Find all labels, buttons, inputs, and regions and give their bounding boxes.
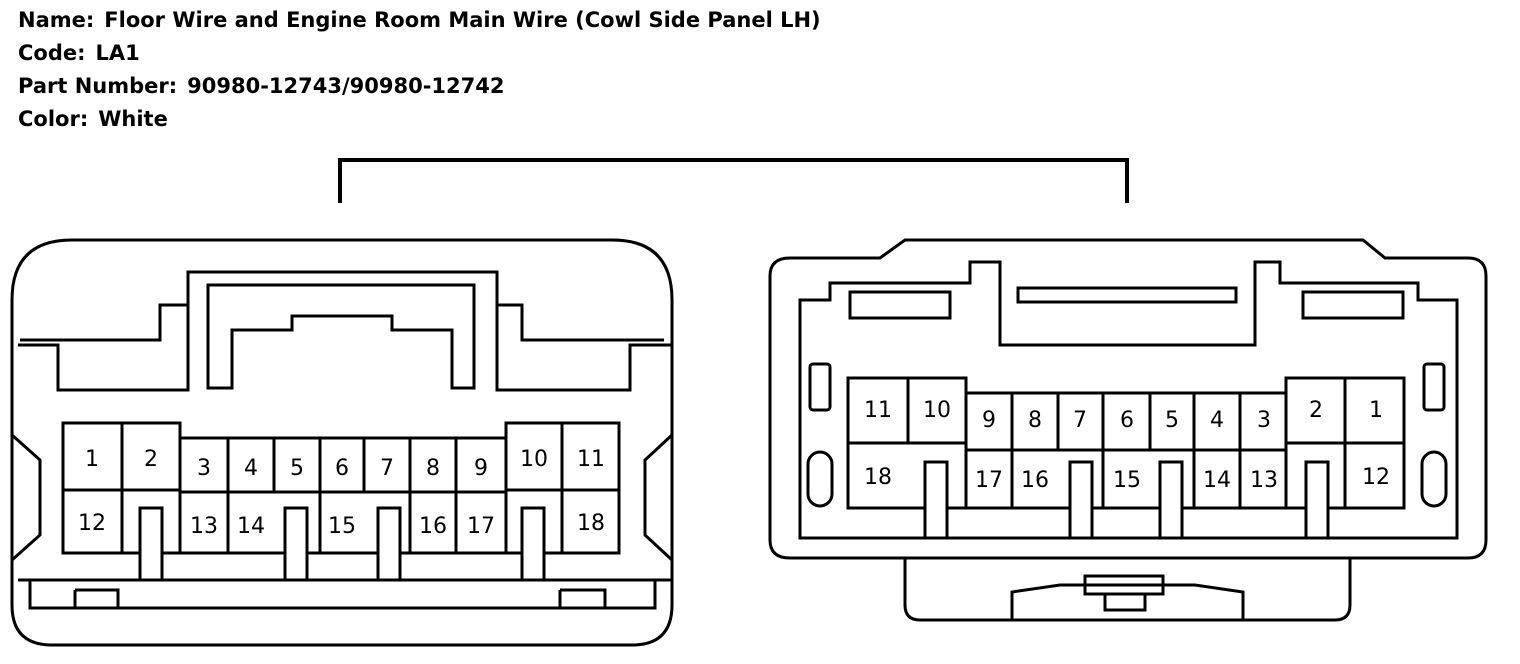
left-pin-13: 13 xyxy=(190,514,218,539)
right-pin-9: 9 xyxy=(982,408,996,433)
part-number-label: Part Number: xyxy=(18,74,178,98)
left-pin-6: 6 xyxy=(335,456,349,481)
left-connector-outline xyxy=(10,238,674,647)
left-pin-10: 10 xyxy=(520,447,548,472)
right-pin-4: 4 xyxy=(1210,408,1224,433)
left-pin-grid xyxy=(61,421,621,582)
right-pin-6: 6 xyxy=(1120,408,1134,433)
left-pin-5: 5 xyxy=(290,456,304,481)
right-pin-11: 11 xyxy=(864,398,892,423)
code-row: Code: LA1 xyxy=(18,41,140,65)
part-number-row: Part Number: 90980-12743/90980-12742 xyxy=(18,74,504,98)
right-pin-17: 17 xyxy=(975,468,1003,493)
left-pin-2: 2 xyxy=(144,447,158,472)
code-value: LA1 xyxy=(95,41,140,65)
left-pin-11: 11 xyxy=(577,447,605,472)
right-pin-1: 1 xyxy=(1369,398,1383,423)
name-row: Name: Floor Wire and Engine Room Main Wir… xyxy=(18,8,821,32)
right-pin-16: 16 xyxy=(1021,468,1049,493)
left-pin-7: 7 xyxy=(380,456,394,481)
right-pin-12: 12 xyxy=(1362,465,1390,490)
code-label: Code: xyxy=(18,41,86,65)
color-label: Color: xyxy=(18,107,89,131)
color-row: Color: White xyxy=(18,107,168,131)
left-pin-9: 9 xyxy=(474,456,488,481)
right-pin-grid xyxy=(846,376,1406,540)
left-connector-inner-shell xyxy=(18,270,672,392)
left-pin-3: 3 xyxy=(197,456,211,481)
right-pin-15: 15 xyxy=(1113,468,1141,493)
left-pin-18: 18 xyxy=(577,511,605,536)
right-pin-7: 7 xyxy=(1073,408,1087,433)
right-pin-10: 10 xyxy=(923,398,951,423)
left-pin-1: 1 xyxy=(85,447,99,472)
left-pin-17: 17 xyxy=(467,514,495,539)
name-value: Floor Wire and Engine Room Main Wire (Co… xyxy=(104,8,821,32)
left-latch xyxy=(206,283,476,390)
left-pin-14: 14 xyxy=(237,514,265,539)
name-label: Name: xyxy=(18,8,95,32)
right-connector-outline xyxy=(768,238,1488,560)
right-pin-2: 2 xyxy=(1309,398,1323,423)
right-pin-3: 3 xyxy=(1257,408,1271,433)
right-connector-inner-shell xyxy=(798,260,1459,540)
right-connector: 1 2 3 4 5 6 7 8 9 10 11 12 13 14 15 16 1… xyxy=(768,238,1488,622)
left-pin-8: 8 xyxy=(426,456,440,481)
color-value: White xyxy=(98,107,168,131)
left-pin-16: 16 xyxy=(419,514,447,539)
left-pin-12: 12 xyxy=(78,511,106,536)
right-pin-14: 14 xyxy=(1203,468,1231,493)
right-connector-bottom-tab xyxy=(903,558,1352,622)
right-pin-8: 8 xyxy=(1028,408,1042,433)
right-pin-18: 18 xyxy=(864,465,892,490)
left-connector: 1 2 3 4 5 6 7 8 9 10 11 12 13 14 15 16 1… xyxy=(10,238,674,647)
part-number-value: 90980-12743/90980-12742 xyxy=(187,74,505,98)
left-pin-4: 4 xyxy=(244,456,258,481)
right-pin-5: 5 xyxy=(1165,408,1179,433)
right-pin-13: 13 xyxy=(1250,468,1278,493)
connector-bracket xyxy=(338,158,1129,203)
left-pin-15: 15 xyxy=(328,514,356,539)
